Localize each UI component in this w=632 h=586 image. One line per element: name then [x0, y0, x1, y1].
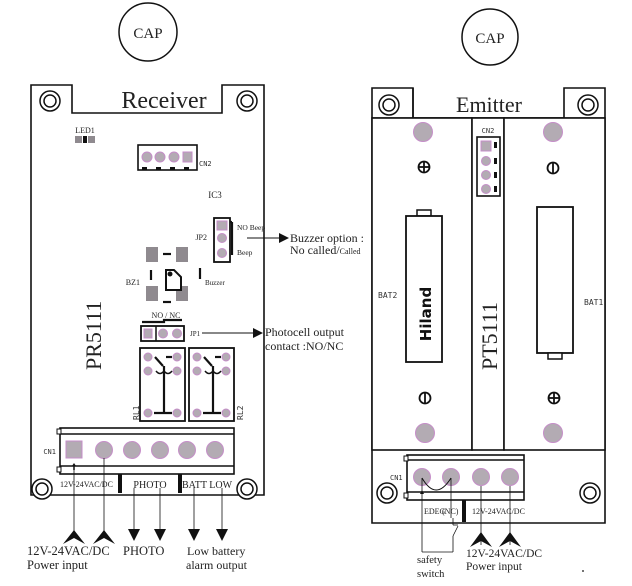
cap-circle: [118, 2, 178, 62]
stray-dot: [582, 570, 584, 572]
terminal-power-label: 12V-24VAC/DC: [472, 507, 525, 516]
led1-label: LED1: [75, 126, 95, 135]
receiver-model-label: PR5111: [81, 301, 106, 370]
buzzer-option-called-text: Called: [340, 247, 361, 256]
battery-brand-label: Hiland: [417, 287, 435, 341]
battery-contact-pad: [543, 423, 563, 443]
output-arrow-icon: [188, 529, 200, 541]
emitter-cn2-label: CN2: [482, 127, 495, 135]
negative-terminal-icon: [546, 161, 560, 175]
battery-bat2: [405, 209, 443, 363]
mounting-hole-icon: [579, 482, 601, 504]
output-arrow-icon: [154, 529, 166, 541]
emitter-cn1-label: CN1: [390, 474, 403, 482]
power-input-line2: Power input: [27, 558, 88, 572]
terminal-power-label: 12V-24VAC/DC: [60, 480, 113, 489]
terminal-batt-low-label: BATT LOW: [182, 480, 233, 491]
low-battery-line1: Low battery: [187, 544, 245, 558]
receiver-cap: CAP: [118, 2, 178, 62]
output-arrow-icon: [216, 529, 228, 541]
battery-contact-pad: [413, 122, 433, 142]
jp1-label: JP1: [190, 330, 201, 338]
buzzer-option-line2: No called/Called: [290, 243, 361, 257]
safety-switch-line1: safety: [417, 555, 443, 566]
receiver-title: Receiver: [121, 88, 206, 114]
relay-rl1: [139, 347, 186, 422]
separator: [118, 474, 122, 493]
mounting-hole-icon: [577, 94, 599, 116]
buzzer-icon: [146, 247, 202, 304]
mounting-hole-icon: [31, 478, 53, 500]
power-input-arrow-icon: [470, 532, 492, 547]
mounting-hole-icon: [376, 482, 398, 504]
photocell-line1: Photocell output: [265, 325, 345, 339]
cn1-label: CN1: [43, 448, 56, 456]
rl1-label: RL1: [132, 405, 141, 420]
jp1-options-label: NO / NC: [152, 311, 181, 320]
power-input-arrow-icon: [499, 532, 521, 547]
jp2-beep-label: Beep: [237, 248, 253, 257]
emitter-power-line1: 12V-24VAC/DC: [466, 548, 542, 560]
buzzer-option-line1: Buzzer option :: [290, 231, 364, 245]
separator: [462, 500, 466, 522]
emitter-cap: CAP: [461, 8, 519, 66]
led-icon: [75, 136, 95, 143]
emitter-title: Emitter: [456, 92, 523, 117]
jp1-jumper: [140, 318, 185, 342]
photo-output-label: PHOTO: [123, 544, 164, 558]
output-arrow-icon: [128, 529, 140, 541]
cn1-terminal-block: [56, 427, 235, 475]
bat1-label: BAT1: [584, 298, 603, 307]
rl2-label: RL2: [236, 405, 245, 420]
jp2-jumper: [213, 217, 234, 263]
jp2-no-beep-label: NO Beep: [237, 223, 265, 232]
emitter-cn2-connector: [476, 136, 501, 197]
receiver-outline: [30, 84, 265, 496]
ic3-label: IC3: [208, 190, 222, 200]
mounting-hole-icon: [236, 90, 258, 112]
battery-contact-pad: [543, 122, 563, 142]
cap-circle: [461, 8, 519, 66]
power-input-line1: 12V-24VAC/DC: [27, 544, 110, 558]
separator: [178, 474, 182, 493]
mounting-hole-icon: [378, 94, 400, 116]
positive-terminal-icon: [417, 160, 431, 174]
mounting-hole-icon: [39, 90, 61, 112]
buzzer-label: Buzzer: [205, 279, 225, 287]
emitter-board: CAP Emitter: [371, 8, 606, 580]
emitter-cn1-terminal-block: [403, 454, 525, 501]
positive-terminal-icon: [547, 391, 561, 405]
relay-rl2: [188, 347, 235, 422]
emitter-cap-label: CAP: [475, 31, 504, 47]
power-input-arrow-icon: [63, 530, 85, 544]
bat2-label: BAT2: [378, 291, 397, 300]
battery-bat1: [536, 206, 574, 360]
power-input-arrow-icon: [93, 530, 115, 544]
emitter-power-line2: Power input: [466, 561, 523, 573]
terminal-photo-label: PHOTO: [133, 480, 166, 491]
cn2-label: CN2: [199, 160, 212, 168]
emitter-model-label: PT5111: [477, 302, 502, 370]
receiver-board: CAP Receiver LED1: [27, 2, 364, 572]
cn2-connector: [137, 144, 198, 171]
buzzer-option-line2-text: No called/: [290, 243, 340, 257]
low-battery-line2: alarm output: [186, 558, 248, 572]
mounting-hole-icon: [236, 478, 258, 500]
battery-contact-pad: [415, 423, 435, 443]
terminal-edeg-label: EDEG: [424, 507, 446, 516]
safety-switch-line2: switch: [417, 569, 445, 580]
receiver-leads: [73, 458, 223, 535]
safety-switch-wiring: [420, 478, 459, 553]
jp2-label: JP2: [195, 233, 207, 242]
negative-terminal-icon: [418, 391, 432, 405]
terminal-nc-label: (NC): [442, 507, 459, 516]
bz1-label: BZ1: [126, 278, 140, 287]
receiver-cap-label: CAP: [133, 26, 162, 42]
photocell-line2: contact :NO/NC: [265, 339, 343, 353]
